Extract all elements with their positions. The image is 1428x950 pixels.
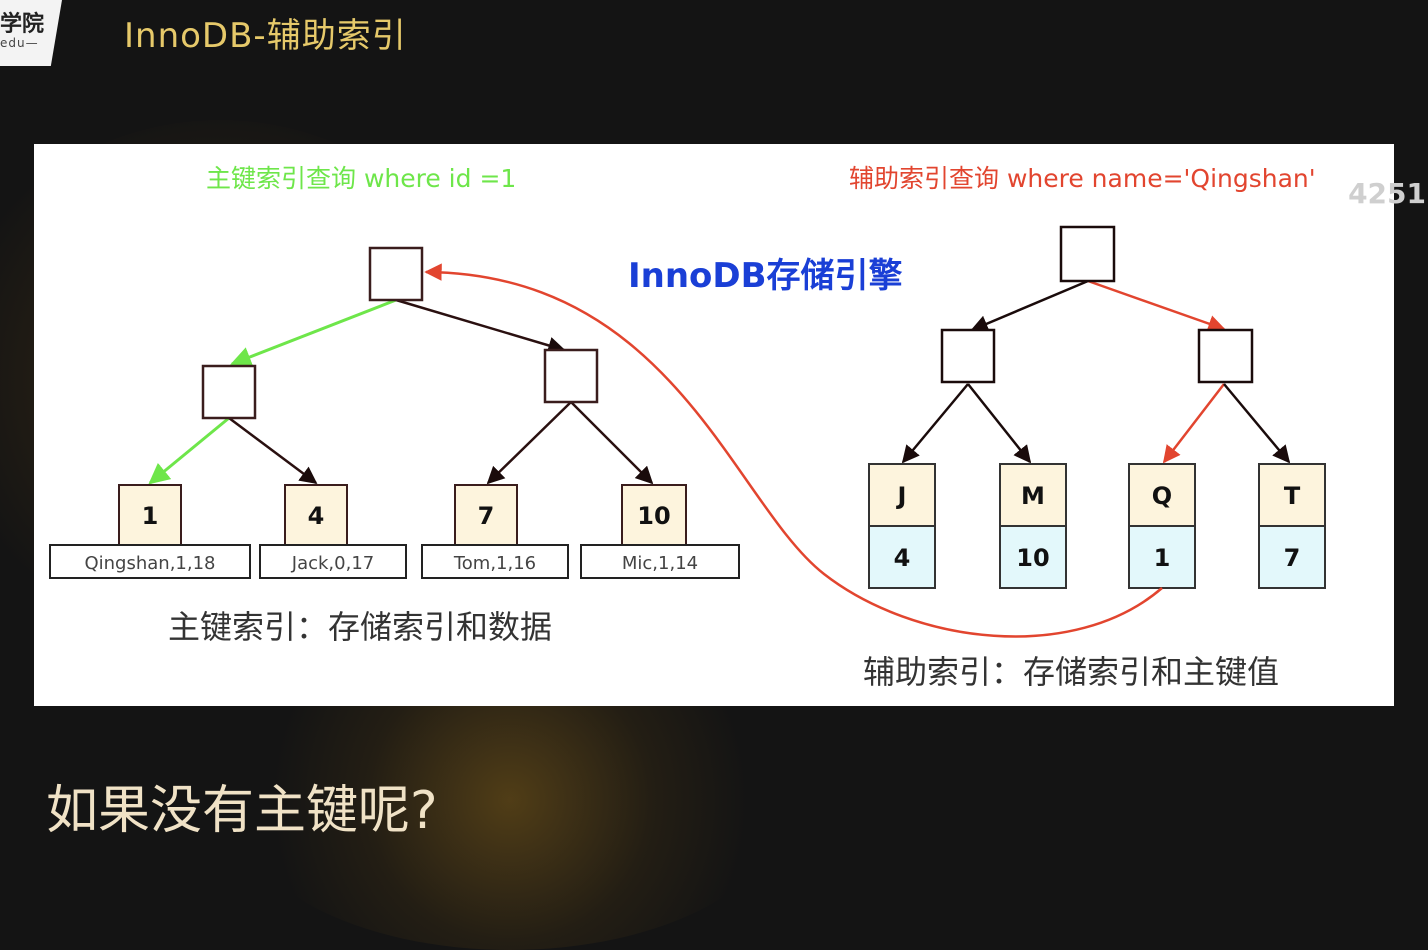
leaf-node: T 7: [1258, 463, 1326, 589]
leaf-node: 1 Qingshan,1,18: [49, 484, 251, 579]
leaf-data: Jack,0,17: [291, 553, 374, 574]
primary-query-label: 主键索引查询 where id =1: [206, 164, 516, 193]
overlay-number: 4251: [1348, 177, 1426, 210]
leaf-key: T: [1284, 482, 1301, 510]
leaf-node: M 10: [999, 463, 1067, 589]
leaf-pk: 1: [1154, 544, 1171, 572]
edge: [967, 383, 1032, 464]
edge: [570, 401, 654, 485]
leaf-pk: 10: [1016, 544, 1049, 572]
leaf-node: J 4: [868, 463, 936, 589]
edge: [1087, 279, 1226, 333]
leaf-key: 4: [308, 502, 325, 530]
question-text: 如果没有主键呢?: [46, 781, 438, 841]
leaf-pk: 7: [1284, 544, 1301, 572]
primary-index-caption: 主键索引：存储索引和数据: [168, 608, 552, 646]
internal-node: [201, 364, 257, 420]
engine-title: InnoDB存储引擎: [628, 256, 903, 296]
leaf-node: 4 Jack,0,17: [259, 484, 407, 579]
edge: [970, 279, 1089, 332]
leaf-key: Q: [1152, 482, 1172, 510]
slide-title: InnoDB-辅助索引: [124, 16, 407, 56]
leaf-node: 7 Tom,1,16: [421, 484, 569, 579]
primary-index-tree: 1 Qingshan,1,18 4 Jack,0,17 7 Tom,1,16 1…: [49, 246, 740, 579]
leaf-key: 7: [478, 502, 495, 530]
diagram-panel: 主键索引查询 where id =1 辅助索引查询 where name='Qi…: [34, 144, 1394, 706]
edge: [901, 383, 969, 464]
internal-node: [1197, 328, 1254, 384]
logo: 学院 edu—: [0, 0, 62, 66]
logo-text: 学院: [0, 12, 45, 37]
leaf-key: 1: [142, 502, 159, 530]
root-node: [1059, 225, 1116, 283]
leaf-node: 10 Mic,1,14: [580, 484, 740, 579]
secondary-index-tree: J 4 M 10 Q 1 T 7: [868, 225, 1326, 589]
logo-subtext: edu—: [0, 36, 39, 50]
leaf-data: Mic,1,14: [622, 553, 698, 574]
edge: [486, 401, 572, 485]
back-lookup-arrow: [424, 263, 1163, 638]
leaf-pk: 4: [894, 544, 911, 572]
secondary-query-label: 辅助索引查询 where name='Qingshan': [849, 164, 1316, 193]
secondary-index-caption: 辅助索引：存储索引和主键值: [863, 653, 1279, 691]
edge: [228, 416, 318, 485]
edge: [1162, 383, 1225, 464]
leaf-key: J: [896, 482, 907, 510]
leaf-data: Qingshan,1,18: [84, 553, 215, 574]
internal-node: [940, 328, 996, 384]
leaf-key: 10: [637, 502, 670, 530]
edge: [148, 416, 230, 485]
root-node: [368, 246, 424, 302]
leaf-key: M: [1021, 482, 1045, 510]
internal-node: [543, 348, 599, 404]
edge: [230, 298, 397, 367]
diagram-svg: 主键索引查询 where id =1 辅助索引查询 where name='Qi…: [49, 164, 1326, 691]
edge: [395, 298, 566, 354]
edge: [1223, 383, 1291, 464]
leaf-node: Q 1: [1128, 463, 1196, 589]
leaf-data: Tom,1,16: [453, 553, 536, 574]
